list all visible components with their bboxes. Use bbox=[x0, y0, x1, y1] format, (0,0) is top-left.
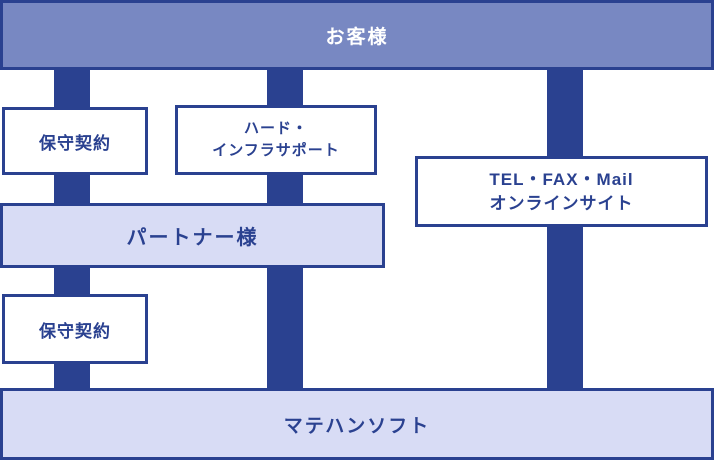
customer-banner: お客様 bbox=[0, 0, 714, 70]
company-banner: マテハンソフト bbox=[0, 388, 714, 460]
hard-infra-support-line2: インフラサポート bbox=[212, 142, 340, 159]
maintenance-contract-top-label: 保守契約 bbox=[39, 133, 111, 153]
maintenance-contract-top-box: 保守契約 bbox=[2, 107, 148, 175]
contact-channels-box: TEL・FAX・Mail オンラインサイト bbox=[415, 156, 708, 227]
contact-channels-line2: オンラインサイト bbox=[489, 193, 634, 213]
partner-box-label: パートナー様 bbox=[126, 227, 259, 249]
partner-box: パートナー様 bbox=[0, 203, 385, 268]
company-banner-label: マテハンソフト bbox=[283, 415, 431, 437]
contact-channels-line1: TEL・FAX・Mail bbox=[489, 169, 634, 189]
maintenance-contract-bottom-label: 保守契約 bbox=[39, 321, 111, 341]
maintenance-contract-bottom-box: 保守契約 bbox=[2, 294, 148, 364]
hard-infra-support-line1: ハード・ bbox=[243, 120, 308, 137]
customer-banner-label: お客様 bbox=[325, 26, 389, 48]
hard-infra-support-box: ハード・ インフラサポート bbox=[175, 105, 377, 175]
connector-bar-right bbox=[547, 68, 583, 392]
